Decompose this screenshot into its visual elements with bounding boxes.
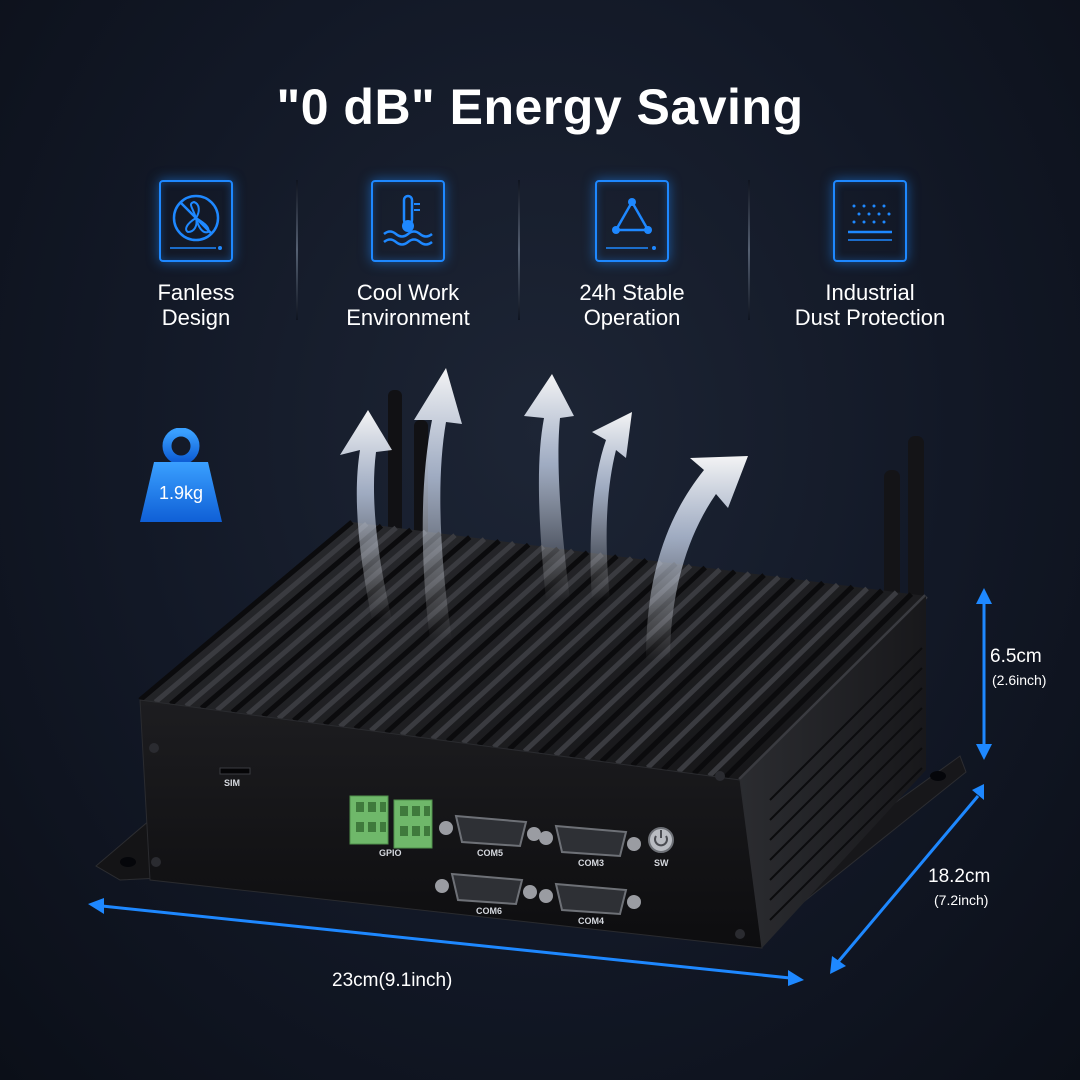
heatsink-fin [630,580,825,768]
feature-fanless: Fanless Design [86,180,306,330]
com3-label: COM3 [578,858,605,868]
feature-dust-protection: Industrial Dust Protection [760,180,980,330]
heatsink-fin [215,529,428,713]
airflow-arrows [340,368,748,660]
height-dimension: 6.5cm [990,646,1042,667]
feature-cool-work: Cool Work Environment [298,180,518,330]
heatsink-fin [476,561,678,747]
heatsink-fin [446,558,649,743]
heatsink-fin [307,540,516,725]
heatsink-fin [722,592,914,780]
feature-label: Industrial Dust Protection [794,280,946,330]
heatsink-fin [461,560,663,745]
weight-badge: 1.9kg [138,427,224,524]
heatsink-fin [322,542,531,727]
heatsink-fin [569,573,766,760]
heatsink-fin [676,586,869,774]
heatsink-fin [246,533,457,717]
heatsink-fin [692,588,884,776]
heatsink-fin [599,577,796,764]
page-title: "0 dB" Energy Saving [276,79,804,135]
divider [748,180,750,320]
com-ports [435,814,641,916]
heatsink-fin [415,554,619,739]
heatsink-fin [353,546,560,731]
depth-dimension: 18.2cm [928,866,991,887]
depth-dimension-inch: (7.2inch) [934,892,989,908]
dust-filter-icon [833,180,907,262]
heatsink-fin [707,590,899,778]
heatsink-fin [230,531,442,715]
divider [518,180,520,320]
feature-label: Fanless Design [157,280,235,330]
thermometer-water-icon [371,180,445,262]
heatsink-fin [292,539,501,723]
heatsink-fin [584,575,781,762]
heatsink-fin [645,582,840,770]
weight-value: 1.9kg [158,483,204,503]
sw-label: SW [654,858,669,868]
fanless-icon [159,180,233,262]
triangle-network-icon [595,180,669,262]
dimension-arrows [88,588,992,986]
heatsink-fin [153,521,369,704]
height-dimension-inch: (2.6inch) [992,672,1047,688]
sim-label: SIM [224,778,241,788]
heatsink-fin [522,567,722,754]
heatsink-fin [276,537,487,721]
heatsink-fin [661,584,855,772]
heatsink-fin [138,520,354,702]
weight-icon [140,427,222,522]
power-button-icon [648,827,674,853]
heatsink-fin [169,523,384,707]
width-dimension: 23cm(9.1inch) [332,970,453,991]
feature-label: Cool Work Environment [346,280,470,330]
divider [296,180,298,320]
gpio-label: GPIO [379,848,402,858]
heatsink-fin [184,525,398,709]
com6-label: COM6 [476,906,503,916]
heatsink-fin [538,569,737,756]
heatsink-fin [369,548,575,733]
heatsink-fin [399,552,604,737]
feature-stable-operation: 24h Stable Operation [522,180,742,330]
com5-label: COM5 [477,848,504,858]
heatsink-fin [553,571,752,758]
heatsink-fin [615,579,810,766]
com4-label: COM4 [578,916,605,926]
feature-label: 24h Stable Operation [579,280,685,330]
